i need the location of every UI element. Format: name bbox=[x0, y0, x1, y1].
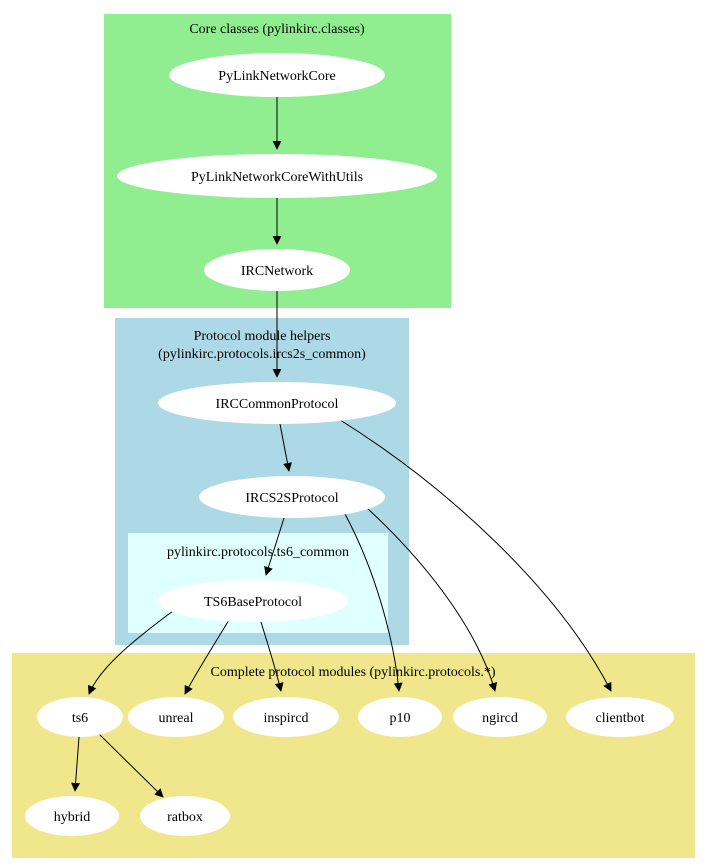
node-ts6baseprotocol: TS6BaseProtocol bbox=[158, 580, 348, 622]
node-ratbox-label: ratbox bbox=[167, 810, 203, 825]
edge-ts6baseprotocol-to-ts6 bbox=[87, 610, 174, 695]
edge-ts6baseprotocol-to-inspircd bbox=[260, 621, 284, 692]
node-hybrid-label: hybrid bbox=[54, 810, 91, 825]
node-ircnetwork-label: IRCNetwork bbox=[241, 264, 313, 279]
node-p10: p10 bbox=[358, 697, 442, 737]
node-pylinknetworkcorewithutils: PyLinkNetworkCoreWithUtils bbox=[117, 154, 437, 198]
edge-ts6-to-ratbox bbox=[97, 732, 164, 798]
node-ircnetwork-shape bbox=[204, 249, 350, 291]
edge-ircs2sprotocol-to-ts6baseprotocol bbox=[264, 517, 285, 576]
node-inspircd-label: inspircd bbox=[263, 711, 308, 726]
node-pylinknetworkcorewithutils-shape bbox=[117, 154, 437, 198]
node-unreal-shape bbox=[128, 697, 224, 737]
edge-irccommonprotocol-to-clientbot bbox=[336, 417, 612, 692]
node-pylinknetworkcore-shape bbox=[169, 53, 385, 97]
cluster-core-title: Core classes (pylinkirc.classes) bbox=[189, 22, 365, 37]
edge-ircs2sprotocol-to-ngircd bbox=[366, 507, 498, 692]
node-ngircd: ngircd bbox=[453, 697, 547, 737]
node-ircs2sprotocol-label: IRCS2SProtocol bbox=[245, 491, 338, 506]
cluster-helpers-title-line2: (pylinkirc.protocols.ircs2s_common) bbox=[158, 347, 366, 362]
node-ircs2sprotocol: IRCS2SProtocol bbox=[199, 476, 385, 518]
edge-ts6baseprotocol-to-unreal bbox=[184, 619, 230, 695]
node-clientbot-label: clientbot bbox=[596, 711, 645, 726]
node-hybrid: hybrid bbox=[25, 796, 119, 836]
node-unreal-label: unreal bbox=[159, 711, 194, 726]
edge-irccommonprotocol-to-ircs2sprotocol bbox=[279, 423, 292, 472]
node-pylinknetworkcore: PyLinkNetworkCore bbox=[169, 53, 385, 97]
cluster-complete-title: Complete protocol modules (pylinkirc.pro… bbox=[210, 665, 495, 680]
node-irccommonprotocol-shape bbox=[158, 382, 396, 424]
node-clientbot-shape bbox=[566, 697, 674, 737]
node-ratbox: ratbox bbox=[140, 796, 230, 836]
node-ircnetwork: IRCNetwork bbox=[204, 249, 350, 291]
node-ts6: ts6 bbox=[37, 697, 123, 737]
node-unreal: unreal bbox=[128, 697, 224, 737]
node-p10-shape bbox=[358, 697, 442, 737]
node-ngircd-label: ngircd bbox=[482, 711, 518, 726]
node-ngircd-shape bbox=[453, 697, 547, 737]
cluster-complete bbox=[12, 653, 695, 858]
node-ts6-shape bbox=[37, 697, 123, 737]
cluster-ts6-common-title: pylinkirc.protocols.ts6_common bbox=[167, 545, 349, 560]
node-hybrid-shape bbox=[25, 796, 119, 836]
node-ts6baseprotocol-shape bbox=[158, 580, 348, 622]
node-inspircd-shape bbox=[233, 697, 339, 737]
node-ts6-label: ts6 bbox=[72, 711, 88, 726]
cluster-helpers-title-line1: Protocol module helpers bbox=[194, 329, 331, 344]
node-p10-label: p10 bbox=[390, 711, 411, 726]
node-irccommonprotocol-label: IRCCommonProtocol bbox=[216, 397, 339, 412]
node-pylinknetworkcorewithutils-label: PyLinkNetworkCoreWithUtils bbox=[191, 170, 363, 185]
node-inspircd: inspircd bbox=[233, 697, 339, 737]
node-pylinknetworkcore-label: PyLinkNetworkCore bbox=[218, 69, 335, 84]
node-ircs2sprotocol-shape bbox=[199, 476, 385, 518]
edge-ircs2sprotocol-to-p10 bbox=[344, 513, 403, 692]
node-ratbox-shape bbox=[140, 796, 230, 836]
edge-ts6-to-hybrid bbox=[71, 736, 81, 792]
node-ts6baseprotocol-label: TS6BaseProtocol bbox=[204, 595, 302, 610]
node-clientbot: clientbot bbox=[566, 697, 674, 737]
node-irccommonprotocol: IRCCommonProtocol bbox=[158, 382, 396, 424]
